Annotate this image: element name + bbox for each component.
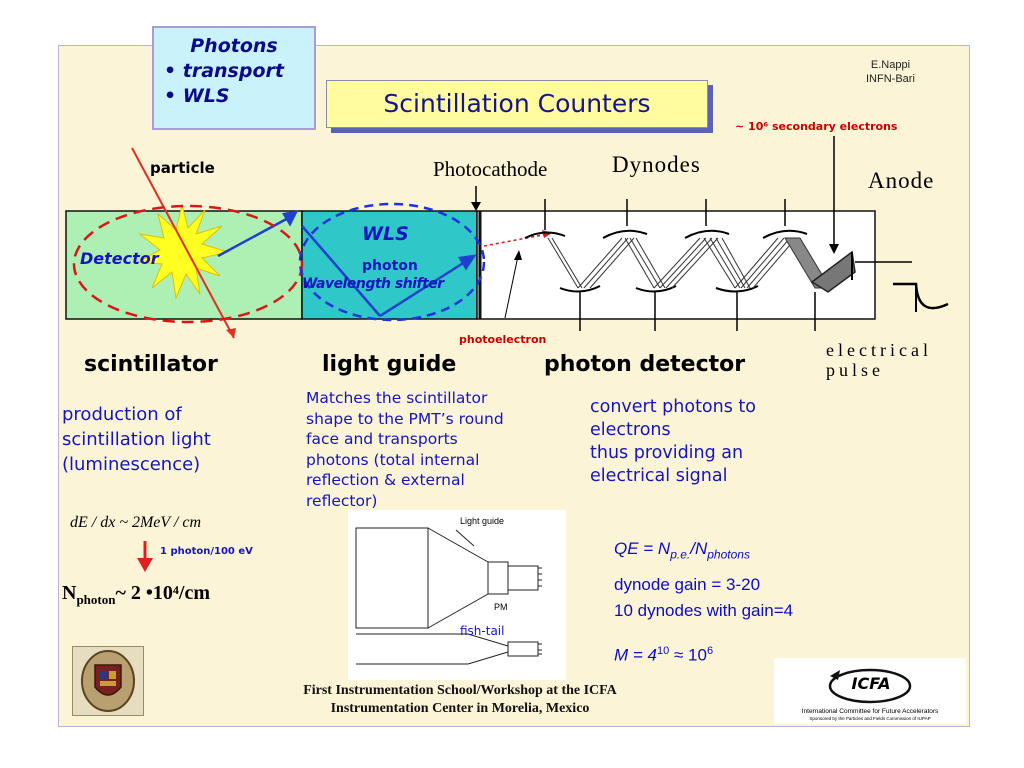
qe-left: QE = N (614, 539, 671, 558)
scint-line-1: production of (62, 404, 182, 425)
lg-line-6: reflector) (306, 491, 378, 510)
lg-line-3: face and transports (306, 430, 458, 448)
electrical-pulse-waveform (893, 282, 949, 310)
m-mid: ≈ 10 (669, 645, 707, 665)
lg-line-2: shape to the PMT’s round (306, 409, 504, 428)
light-guide-description: Matches the scintillator shape to the PM… (306, 388, 504, 511)
pulse-word: pulse (826, 360, 884, 380)
wls-label: WLS (362, 223, 409, 245)
pd-line-2: electrons (590, 420, 671, 440)
conversion-label: 1 photon/100 eV (160, 546, 253, 557)
n-photon-formula: Nphoton~ 2 •10⁴/cm (62, 582, 210, 608)
icfa-logo-icon (828, 668, 912, 704)
author-affiliation: INFN-Bari (866, 73, 915, 85)
qe-formula: QE = Np.e./Nphotons (614, 538, 750, 565)
qe-sub-photons: photons (707, 547, 750, 562)
energy-loss-formula: dE / dx ~ 2MeV / cm (70, 514, 201, 531)
figure-label-pm: PM (494, 602, 508, 612)
electrical-pulse-label: electrical pulse (826, 340, 932, 380)
photons-topic-box: Photons • transport • WLS (152, 26, 316, 130)
m-exp-1: 10 (657, 645, 670, 657)
qe-sub-pe: p.e. (670, 547, 691, 562)
footer-text: First Instrumentation School/Workshop at… (250, 682, 670, 718)
photon-rays (217, 210, 477, 318)
icfa-line-2: Sponsored by the Particles and Fields Co… (809, 716, 931, 721)
figure-label-fish-tail: fish-tail (460, 624, 505, 638)
scint-line-2: scintillation light (62, 429, 211, 450)
author-name: E.Nappi (870, 59, 911, 71)
wavelength-shifter-label: Wavelength shifter (302, 276, 444, 292)
scintillator-description: production of scintillation light (lumin… (62, 402, 211, 477)
photons-title: Photons (190, 35, 278, 57)
light-guide-drawing (355, 527, 542, 665)
anode-label: Anode (868, 168, 935, 193)
photons-item-transport: • transport (164, 60, 284, 82)
dynodes-label: Dynodes (612, 152, 701, 177)
photoelectron-label: photoelectron (459, 333, 547, 346)
photons-item-wls: • WLS (164, 85, 230, 107)
photon-detector-description: convert photons to electrons thus provid… (590, 396, 756, 488)
photoelectron-pointer (504, 255, 519, 319)
slide-title: Scintillation Counters (326, 80, 708, 128)
m-left: M = 4 (614, 645, 657, 665)
scint-line-3: (luminescence) (62, 454, 201, 475)
icfa-logo-text: ICFA (851, 674, 891, 693)
dynode-leads (544, 199, 816, 331)
lg-line-1: Matches the scintillator (306, 389, 488, 407)
icfa-logo-box: ICFA International Committee for Future … (774, 658, 966, 724)
n-letter: N (62, 582, 77, 604)
photocathode-label: Photocathode (433, 157, 548, 181)
detector-ellipse (72, 204, 304, 324)
icfa-line-1: International Committee for Future Accel… (801, 708, 939, 715)
particle-label: particle (150, 159, 215, 177)
footer-line-1: First Instrumentation School/Workshop at… (303, 683, 617, 698)
particle-track (131, 147, 235, 339)
dynode-arcs (524, 229, 808, 293)
pd-line-1: convert photons to (590, 397, 756, 417)
light-guide-figure: Light guide PM fish-tail (348, 510, 566, 680)
light-guide-heading: light guide (322, 352, 457, 377)
pd-line-4: electrical signal (590, 466, 728, 486)
wls-ellipse (298, 202, 486, 322)
footer-line-2: Instrumentation Center in Morelia, Mexic… (330, 701, 590, 716)
n-value: ~ 2 •10⁴/cm (115, 582, 210, 604)
qe-mid: /N (690, 539, 708, 558)
author-credit: E.Nappi INFN-Bari (866, 58, 915, 86)
m-exp-2: 6 (706, 645, 714, 657)
detector-label: Detector (80, 249, 159, 268)
secondary-electrons-label: ~ 10⁶ secondary electrons (735, 120, 898, 133)
dynode-gain-text: dynode gain = 3-20 (614, 575, 761, 594)
lg-line-5: reflection & external (306, 471, 465, 489)
lg-line-4: photons (total internal (306, 450, 480, 469)
anode-shape (810, 250, 856, 293)
electron-cascade (547, 237, 797, 289)
pd-line-3: thus providing an (590, 443, 744, 463)
electrical-word: electrical (826, 340, 932, 360)
n-subscript: photon (76, 592, 116, 607)
scintillator-heading: scintillator (84, 352, 218, 377)
photon-detector-heading: photon detector (544, 352, 746, 377)
photoelectron-path (483, 233, 549, 247)
crest-icon (81, 650, 135, 712)
photon-label: photon (362, 258, 418, 274)
multiplication-formula: M = 410 ≈ 106 (614, 640, 713, 667)
dynodes-count-text: 10 dynodes with gain=4 (614, 601, 794, 620)
scintillation-starburst (136, 204, 230, 300)
figure-label-light-guide: Light guide (460, 516, 505, 526)
university-crest-logo (72, 646, 144, 716)
